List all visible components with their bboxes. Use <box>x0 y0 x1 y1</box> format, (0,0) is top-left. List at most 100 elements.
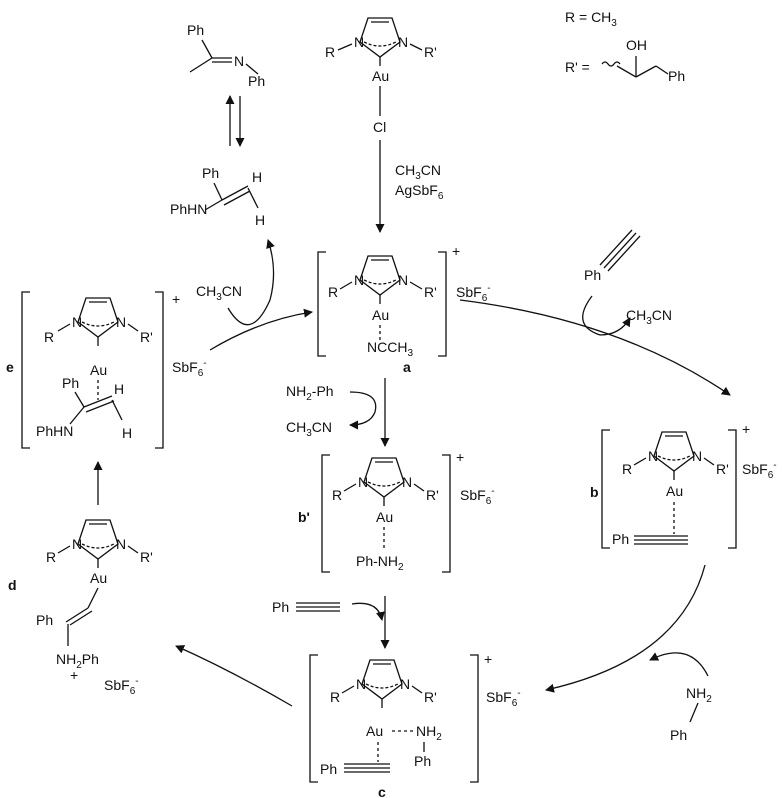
e-to-a-arrow <box>209 308 313 351</box>
phenyl-label: Ph <box>248 73 265 89</box>
n-atom: N <box>234 53 244 69</box>
charge-plus: + <box>742 421 750 437</box>
n-atom: N <box>402 474 412 490</box>
phenyl-label: Ph <box>612 531 629 547</box>
r-group: R <box>46 549 56 565</box>
charge-plus: + <box>484 651 492 667</box>
enamine-release-arrow <box>227 239 275 326</box>
phenyl-label: Ph <box>414 753 431 769</box>
h-atom: H <box>122 425 132 441</box>
acetonitrile-out: CH3CN <box>286 419 332 439</box>
r-prime-group: R' <box>424 284 437 300</box>
n-atom: N <box>354 272 364 288</box>
gold-atom: Au <box>666 483 683 499</box>
aniline-in-curve <box>649 652 709 677</box>
gold-atom: Au <box>372 307 389 323</box>
n-atom: N <box>72 536 82 552</box>
imine-product: Ph N Ph <box>187 22 265 89</box>
aniline-ligand: Ph-NH2 <box>356 553 404 573</box>
h-atom: H <box>255 212 265 228</box>
reagent-agsbf6: AgSbF6 <box>395 182 444 202</box>
charge-plus: + <box>456 449 464 465</box>
complex-a: + N N R R' Au NCCH3 SbF6- a <box>317 243 491 375</box>
phenyl-label: Ph <box>584 267 601 283</box>
counterion: SbF6- <box>460 486 495 507</box>
counterion: SbF6- <box>456 283 491 304</box>
enamine-product: Ph PhHN H H <box>170 165 265 228</box>
species-label-c: c <box>378 784 386 798</box>
n-atom: N <box>116 536 126 552</box>
r-group: R <box>622 461 632 477</box>
species-label-bprime: b' <box>298 509 310 525</box>
phenyl-label: Ph <box>668 68 685 84</box>
hydroxyl-label: OH <box>626 37 647 53</box>
n-atom: N <box>356 676 366 692</box>
aniline-exchange-curve <box>349 391 377 430</box>
r-prime-group: R' <box>424 689 437 705</box>
r-group: R <box>44 329 54 345</box>
wavy-bond <box>601 61 621 67</box>
r-group: R <box>332 487 342 503</box>
counterion: SbF6- <box>104 676 139 697</box>
species-label-a: a <box>403 359 411 375</box>
chloride-atom: Cl <box>373 119 386 135</box>
gold-atom: Au <box>366 723 383 739</box>
aniline-nh2: NH2 <box>686 685 712 705</box>
phenyl-label: Ph <box>272 599 289 615</box>
c-to-d-arrow <box>175 645 293 707</box>
n-atom: N <box>398 272 408 288</box>
gold-atom: Au <box>90 362 107 378</box>
complex-d: d N N R R' Au Ph NH2Ph + SbF6- <box>8 519 153 697</box>
gold-atom: Au <box>376 509 393 525</box>
counterion: SbF6- <box>742 460 777 481</box>
phenyl-label: Ph <box>670 727 687 743</box>
r-prime-group: R' <box>716 461 729 477</box>
r-prime-group: R' <box>424 44 437 60</box>
n-atom: N <box>648 448 658 464</box>
phenyl-label: Ph <box>36 612 53 628</box>
acetonitrile-in: CH3CN <box>196 283 242 303</box>
r-prime-group: R' <box>426 487 439 503</box>
n-atom: N <box>692 448 702 464</box>
phenyl-label: Ph <box>202 165 219 181</box>
a-to-b-arrow <box>459 299 731 396</box>
n-atom: N <box>358 474 368 490</box>
h-atom: H <box>114 381 124 397</box>
alkyne-in-curve <box>351 602 385 621</box>
species-label-e: e <box>6 359 14 375</box>
r-group: R <box>325 44 335 60</box>
species-label-d: d <box>8 577 17 593</box>
gold-atom: Au <box>372 68 389 84</box>
acetonitrile-out-curve <box>599 317 631 336</box>
r-definition: R = CH3 <box>565 9 617 29</box>
phenyl-label: Ph <box>62 375 79 391</box>
complex-b: + b N N R R' Au Ph SbF6- <box>590 421 777 549</box>
complex-c: + c N N R R' Au NH2 Ph Ph SbF6- <box>309 651 521 798</box>
n-atom: N <box>116 314 126 330</box>
phenyl-label: Ph <box>187 22 204 38</box>
alkyne-in-curve <box>582 295 601 336</box>
phhn-label: PhHN <box>36 423 73 439</box>
n-atom: N <box>400 676 410 692</box>
anilinium-group: NH2Ph <box>56 651 99 671</box>
r-group: R <box>328 284 338 300</box>
acetonitrile-out: CH3CN <box>626 307 672 327</box>
complex-e: + e N N R R' Au Ph H H PhHN SbF6- <box>6 291 207 449</box>
reagent-ch3cn: CH3CN <box>395 162 441 182</box>
phhn-label: PhHN <box>170 201 207 217</box>
h-atom: H <box>252 169 262 185</box>
r-prime-group: R' <box>140 329 153 345</box>
species-label-b: b <box>590 484 599 500</box>
n-atom: N <box>398 34 408 50</box>
complex-bprime: + b' N N R R' Au Ph-NH2 SbF6- <box>298 449 495 573</box>
charge-plus: + <box>70 667 78 683</box>
aniline-nh2: NH2 <box>416 723 442 743</box>
charge-plus: + <box>172 291 180 307</box>
n-atom: N <box>354 34 364 50</box>
r-definitions: R = CH3 R' = OH Ph <box>565 9 685 84</box>
counterion: SbF6- <box>486 688 521 709</box>
r-prime-group: R' <box>140 549 153 565</box>
counterion: SbF6- <box>172 358 207 379</box>
